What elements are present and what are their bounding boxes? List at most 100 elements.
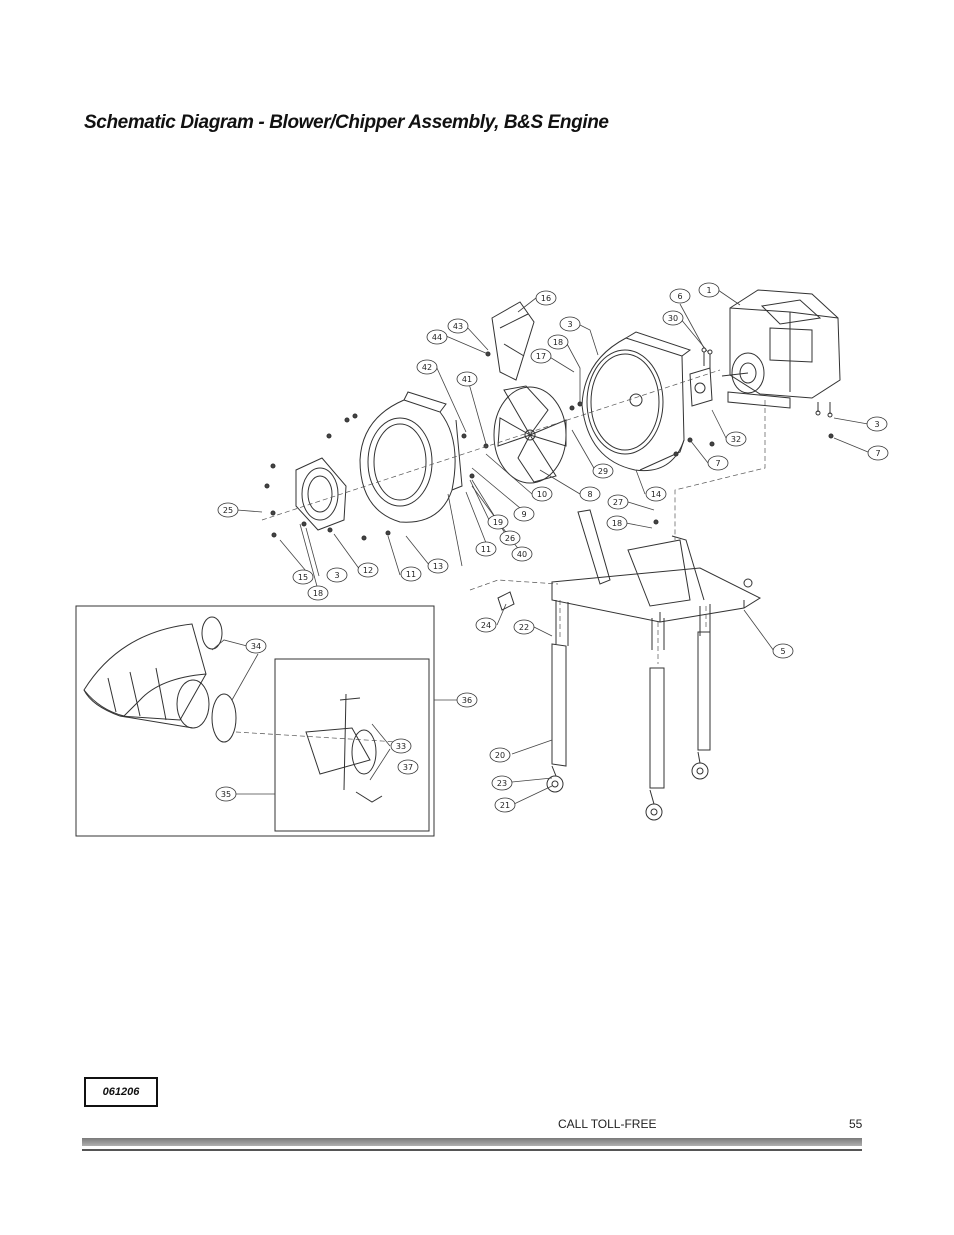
callout-15: 15 (292, 569, 314, 585)
hardware-drawing (264, 351, 834, 541)
callout-label: 13 (433, 562, 443, 571)
callout-10: 10 (531, 486, 553, 502)
callout-12: 12 (357, 562, 379, 578)
legs-drawing (546, 631, 711, 821)
chute-drawing (491, 301, 535, 381)
callout-label: 35 (221, 790, 231, 799)
footer-rule-thin (82, 1149, 862, 1151)
callout-label: 44 (432, 333, 442, 342)
callout-40: 40 (511, 546, 533, 562)
callout-16: 16 (535, 290, 557, 306)
callout-11: 11 (400, 566, 422, 582)
callout-label: 41 (462, 375, 472, 384)
callout-13: 13 (427, 558, 449, 574)
footer-call-toll-free: CALL TOLL-FREE (558, 1117, 657, 1131)
callout-5: 5 (772, 643, 794, 659)
callout-7: 7 (707, 455, 729, 471)
callout-label: 26 (505, 534, 515, 543)
footer-rule (82, 1138, 862, 1146)
callout-23: 23 (491, 775, 513, 791)
callout-18: 18 (606, 515, 628, 531)
bracket-drawing (497, 591, 515, 611)
callout-43: 43 (447, 318, 469, 334)
callout-30: 30 (662, 310, 684, 326)
callout-label: 15 (298, 573, 308, 582)
callout-37: 37 (397, 759, 419, 775)
callout-label: 18 (612, 519, 622, 528)
callout-label: 20 (495, 751, 505, 760)
callout-8: 8 (579, 486, 601, 502)
callout-42: 42 (416, 359, 438, 375)
callout-label: 40 (517, 550, 527, 559)
callout-44: 44 (426, 329, 448, 345)
callout-label: 22 (519, 623, 529, 632)
page-title: Schematic Diagram - Blower/Chipper Assem… (84, 112, 609, 133)
callout-label: 3 (874, 420, 879, 429)
callout-22: 22 (513, 619, 535, 635)
callout-label: 29 (598, 467, 608, 476)
callout-18: 18 (307, 585, 329, 601)
callout-34: 34 (245, 638, 267, 654)
callout-3: 3 (559, 316, 581, 332)
callout-label: 21 (500, 801, 510, 810)
callout-label: 3 (334, 571, 339, 580)
callout-label: 9 (521, 510, 526, 519)
callout-label: 30 (668, 314, 678, 323)
callout-label: 43 (453, 322, 463, 331)
callout-41: 41 (456, 371, 478, 387)
callout-label: 34 (251, 642, 261, 651)
callout-label: 17 (536, 352, 546, 361)
inlet-ring-drawing (295, 457, 347, 531)
callout-35: 35 (215, 786, 237, 802)
callout-29: 29 (592, 463, 614, 479)
callout-label: 1 (706, 286, 711, 295)
callout-20: 20 (489, 747, 511, 763)
callout-36: 36 (456, 692, 478, 708)
callout-label: 24 (481, 621, 491, 630)
callout-label: 11 (481, 545, 491, 554)
callout-label: 12 (363, 566, 373, 575)
callout-21: 21 (494, 797, 516, 813)
callout-24: 24 (475, 617, 497, 633)
engine-drawing (721, 289, 841, 418)
callout-label: 16 (541, 294, 551, 303)
callout-33: 33 (390, 738, 412, 754)
callout-18: 18 (547, 334, 569, 350)
assembly-lines (235, 369, 766, 743)
callout-label: 8 (587, 490, 592, 499)
callout-3: 3 (326, 567, 348, 583)
callout-label: 23 (497, 779, 507, 788)
callout-9: 9 (513, 506, 535, 522)
callout-11: 11 (475, 541, 497, 557)
leader-lines (211, 289, 869, 805)
callout-26: 26 (499, 530, 521, 546)
callout-label: 36 (462, 696, 472, 705)
page-number: 55 (849, 1117, 863, 1131)
callout-7: 7 (867, 445, 889, 461)
callout-label: 11 (406, 570, 416, 579)
callout-label: 33 (396, 742, 406, 751)
hose-kit-box (75, 605, 435, 837)
callout-label: 42 (422, 363, 432, 372)
callout-label: 7 (875, 449, 880, 458)
impeller-drawing (493, 385, 567, 484)
callout-label: 5 (780, 647, 785, 656)
frame-drawing (551, 509, 762, 650)
document-code: 061206 (84, 1077, 158, 1107)
callout-label: 7 (715, 459, 720, 468)
callout-label: 18 (553, 338, 563, 347)
callout-label: 14 (651, 490, 661, 499)
callout-label: 6 (677, 292, 682, 301)
callout-27: 27 (607, 494, 629, 510)
rear-housing-drawing (581, 331, 692, 472)
callout-14: 14 (645, 486, 667, 502)
callout-label: 37 (403, 763, 413, 772)
callout-label: 18 (313, 589, 323, 598)
callout-label: 27 (613, 498, 623, 507)
callout-3: 3 (866, 416, 888, 432)
callout-32: 32 (725, 431, 747, 447)
callout-label: 32 (731, 435, 741, 444)
callout-19: 19 (487, 514, 509, 530)
callout-label: 25 (223, 506, 233, 515)
